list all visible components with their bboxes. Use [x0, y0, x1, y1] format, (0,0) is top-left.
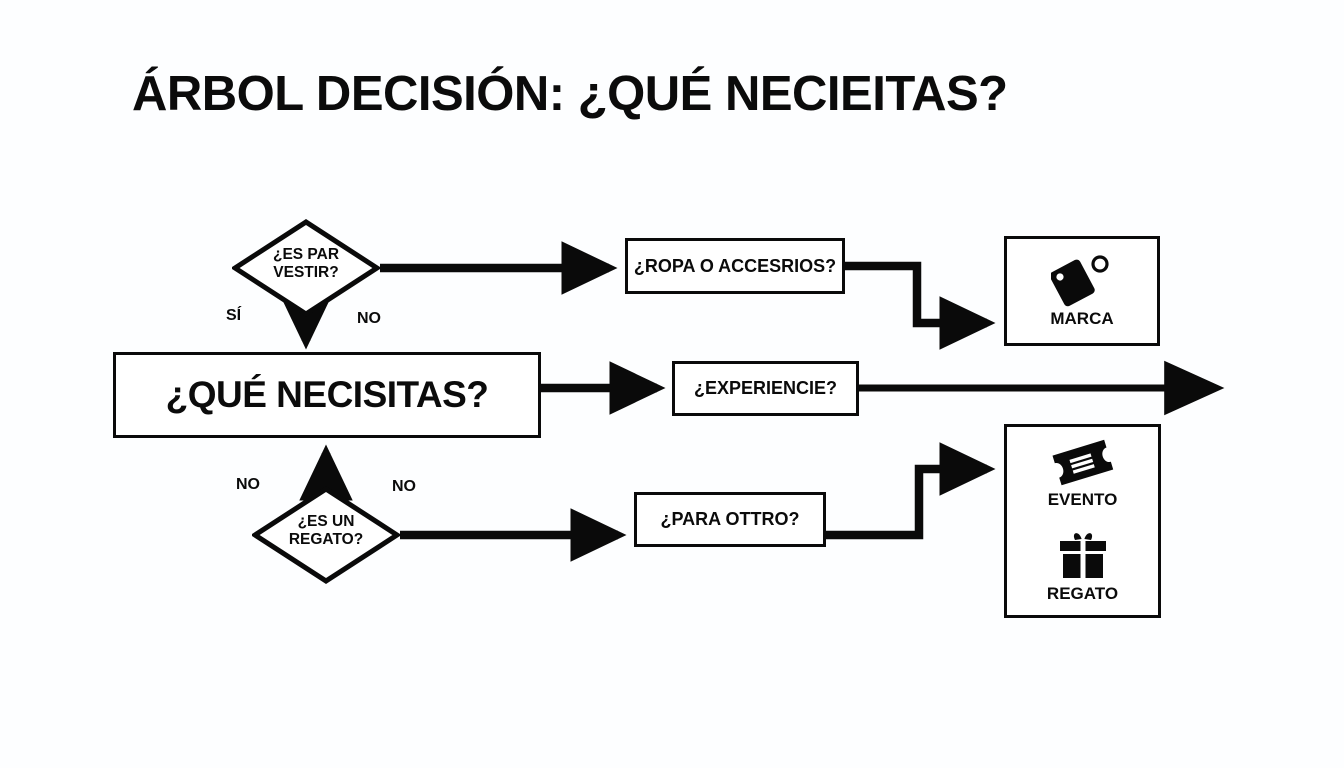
node-label: ¿ROPA O ACCESRIOS? — [633, 255, 837, 276]
outcome-item-evento: EVENTO — [1047, 439, 1118, 509]
edge-label-no-regato-left: NO — [236, 476, 260, 493]
edge-paraottro-to-evento — [826, 442, 996, 540]
process-node-que-necisitas[interactable]: ¿QUÉ NECISITAS? — [113, 352, 541, 438]
edge-label-no-regato-right: NO — [392, 478, 416, 495]
node-label-evento: EVENTO — [1047, 489, 1118, 509]
outcome-node-evento-regato[interactable]: EVENTO REGATO — [1004, 424, 1161, 618]
node-label: MARCA — [1050, 309, 1114, 329]
outcome-node-marca[interactable]: MARCA — [1004, 236, 1160, 346]
ticket-icon — [1052, 439, 1113, 486]
gift-icon — [1059, 533, 1106, 578]
process-node-para-ottro[interactable]: ¿PARA OTTRO? — [634, 492, 826, 547]
node-label-regato: REGATO — [1046, 584, 1119, 603]
process-node-experiencie[interactable]: ¿EXPERIENCIE? — [672, 361, 859, 416]
diamond-shape — [252, 486, 400, 584]
price-tag-icon — [1051, 255, 1109, 307]
edge-label-no-vestir: NO — [357, 310, 381, 327]
edge-ropa-to-marca — [845, 261, 996, 350]
outcome-item-regato: REGATO — [1047, 529, 1118, 603]
decision-node-es-para-vestir[interactable]: ¿ES PAR VESTIR? — [232, 219, 380, 317]
page-title: ÁRBOL DECISIÓN: ¿QUÉ NECIEITAS? — [132, 67, 1008, 121]
process-node-ropa-o-accesrios[interactable]: ¿ROPA O ACCESRIOS? — [625, 238, 845, 294]
decision-node-es-un-regato[interactable]: ¿ES UN REGATO? — [252, 486, 400, 584]
node-label: ¿PARA OTTRO? — [660, 509, 800, 530]
edge-label-si: SÍ — [226, 307, 242, 324]
node-label: ¿EXPERIENCIE? — [693, 378, 838, 399]
diamond-shape — [232, 219, 380, 317]
node-label: ¿QUÉ NECISITAS? — [165, 374, 489, 416]
